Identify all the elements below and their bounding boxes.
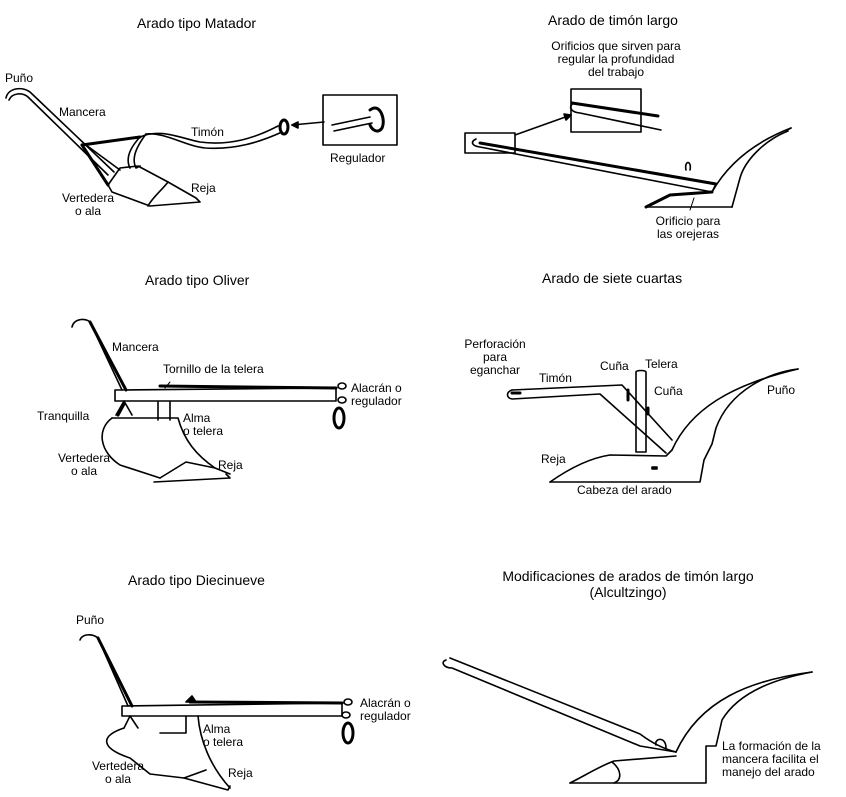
label-mancera: Mancera: [59, 105, 106, 119]
label-formacion-mancera: La formación de la mancera facilita el m…: [722, 739, 821, 779]
label-cuna-1: Cuña: [600, 359, 629, 373]
label-puno: Puño: [5, 71, 34, 85]
label-puno: Puño: [767, 383, 796, 397]
timon-shape: [127, 133, 147, 169]
label-orificio-orejeras: Orificio para las orejeras: [655, 214, 721, 241]
label-tranquilla: Tranquilla: [37, 409, 90, 423]
label-vertedera: Vertedera o ala: [91, 759, 145, 786]
label-reja: Reja: [218, 458, 243, 472]
label-tornillo-telera: Tornillo de la telera: [163, 362, 264, 376]
label-perforacion: Perforación para eganchar: [464, 337, 526, 377]
label-cabeza-arado: Cabeza del arado: [577, 483, 672, 497]
label-vertedera: Vertedera o ala: [61, 191, 115, 218]
label-regulador: Regulador: [330, 151, 386, 165]
label-alacran: Alacrán o regulador: [351, 381, 402, 408]
label-mancera: Mancera: [112, 340, 159, 354]
label-vertedera: Vertedera o ala: [57, 451, 111, 478]
title-arado-matador: Arado tipo Matador: [137, 15, 257, 31]
label-reja: Reja: [228, 766, 253, 780]
puno-shape: [5, 87, 115, 173]
label-alma: Alma o telera: [183, 411, 224, 438]
title-arado-siete-cuartas: Arado de siete cuartas: [542, 270, 683, 286]
label-alacran: Alacrán o regulador: [360, 696, 411, 723]
title-arado-oliver: Arado tipo Oliver: [145, 272, 250, 288]
vertedera-shape: [107, 165, 201, 207]
title-arado-diecinueve: Arado tipo Diecinueve: [128, 572, 265, 588]
title-arado-timon-largo: Arado de timón largo: [548, 12, 678, 28]
label-cuna-2: Cuña: [654, 384, 683, 398]
label-orificios: Orificios que sirven para regular la pro…: [551, 39, 681, 79]
label-timon: Timón: [539, 371, 572, 385]
label-puno: Puño: [76, 613, 105, 627]
label-telera: Telera: [645, 357, 678, 371]
label-timon: Timón: [191, 125, 224, 139]
label-reja: Reja: [191, 181, 216, 195]
label-alma: Alma o telera: [203, 722, 244, 749]
label-reja: Reja: [541, 452, 566, 466]
title-arado-alcultzingo: Modificaciones de arados de timón largo …: [502, 568, 754, 600]
